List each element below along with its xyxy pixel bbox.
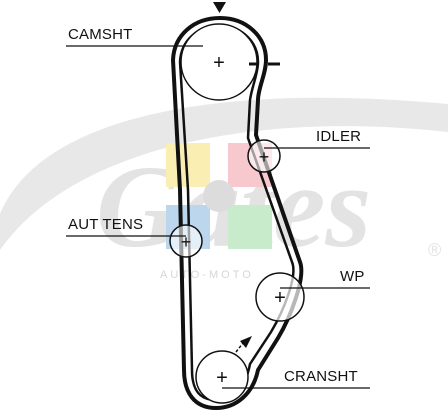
- belt-outer: [171, 16, 304, 410]
- tensioner-pulley: +: [169, 224, 203, 258]
- watermark-auto-moto: AUTO-MOTO: [160, 269, 254, 281]
- camshaft-pulley-circle: [180, 23, 258, 101]
- leader-lines: [66, 45, 370, 389]
- crankshaft-pulley-circle: [195, 350, 249, 404]
- crankshaft-timing-arrow-icon: [240, 336, 252, 348]
- aut-tens-label: AUT TENS: [68, 216, 144, 233]
- crankshaft-pulley: +: [195, 350, 249, 404]
- idler-plus-icon: +: [259, 147, 270, 167]
- water-pump-pulley: +: [255, 272, 305, 322]
- watermark-swoosh: [0, 97, 448, 251]
- water-pump-pulley-circle: [255, 272, 305, 322]
- camshaft-timing-arrow-icon: [213, 2, 226, 13]
- water-pump-plus-icon: +: [274, 287, 286, 309]
- tensioner-pulley-circle: [169, 224, 203, 258]
- camshaft-label: CAMSHT: [68, 26, 133, 43]
- idler-label: IDLER: [316, 128, 362, 145]
- idler-pulley: +: [247, 139, 281, 173]
- watermark-registered: ®: [428, 240, 441, 260]
- crankshaft-label: CRANSHT: [284, 368, 358, 385]
- crankshaft-plus-icon: +: [216, 367, 228, 389]
- gates-watermark: Gates ® AUTO-MOTO: [0, 97, 448, 281]
- logo-center-mark: [203, 180, 235, 212]
- tensioner-plus-icon: +: [181, 232, 192, 252]
- crankshaft-timing-mark: [235, 336, 252, 353]
- water-pump-label: WP: [340, 268, 365, 285]
- camshaft-pulley: +: [180, 23, 258, 101]
- camshaft-plus-icon: +: [213, 52, 225, 74]
- logo-tile-green: [228, 205, 272, 249]
